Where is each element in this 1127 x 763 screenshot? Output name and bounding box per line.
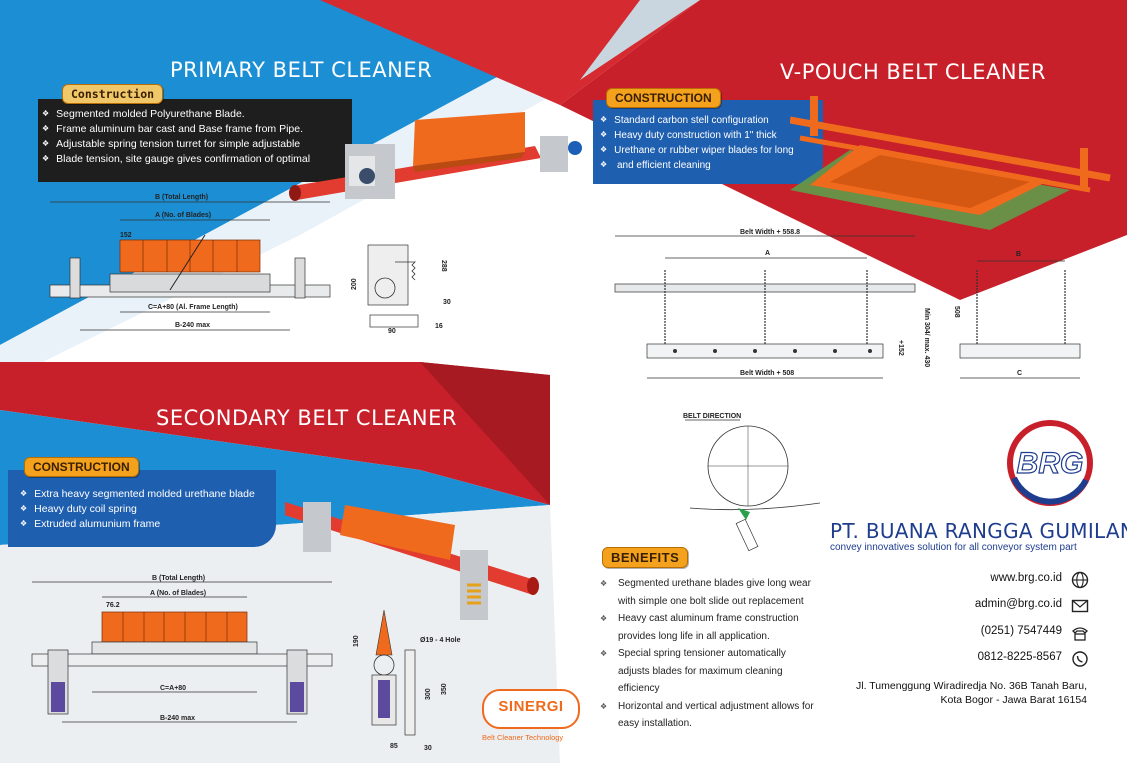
belt-direction-label: BELT DIRECTION	[683, 413, 741, 420]
benefits-tag: BENEFITS	[602, 547, 689, 568]
list-item: Frame aluminum bar cast and Base frame f…	[42, 122, 360, 137]
brg-logo-text: BRG	[1017, 447, 1084, 480]
list-item: Horizontal and vertical adjustment allow…	[600, 698, 820, 733]
list-item: and efficient cleaning	[600, 158, 818, 173]
secondary-dim-h190: 190	[353, 635, 360, 647]
vpouch-dim-h152: +152	[897, 340, 904, 356]
primary-dim-h200: 200	[351, 278, 358, 290]
sinergi-logo: SINERGI	[482, 689, 580, 729]
primary-construction-tag: Construction	[62, 84, 164, 104]
company-tagline: convey innovatives solution for all conv…	[830, 542, 1077, 553]
email-link[interactable]: admin@brg.co.id	[974, 598, 1062, 610]
primary-dim-w90: 90	[388, 328, 396, 335]
vpouch-dim-bottom: Belt Width + 508	[740, 370, 794, 377]
secondary-dim-total: B (Total Length)	[152, 575, 205, 582]
benefits-list: Segmented urethane blades give long wear…	[600, 575, 820, 733]
vpouch-dim-h508: 508	[953, 306, 960, 318]
phone-number: (0251) 7547449	[980, 625, 1062, 637]
secondary-technical-drawing: B (Total Length) A (No. of Blades) 76.2 …	[31, 575, 461, 752]
list-item: Heavy duty coil spring	[20, 502, 275, 517]
secondary-dim-w30: 30	[424, 745, 432, 752]
secondary-dim-frame: C=A+80	[160, 685, 186, 692]
company-name: PT. BUANA RANGGA GUMILANG	[830, 519, 1127, 543]
phone-icon	[1072, 627, 1088, 641]
vpouch-title: V-POUCH BELT CLEANER	[780, 60, 1046, 84]
brg-logo: BRG	[1007, 420, 1093, 506]
list-item: Blade tension, site gauge gives confirma…	[42, 152, 360, 167]
secondary-title: SECONDARY BELT CLEANER	[156, 406, 457, 430]
secondary-dim-h300: 300	[425, 688, 432, 700]
belt-direction-drawing: BELT DIRECTION	[683, 413, 821, 552]
list-item: Extruded alumunium frame	[20, 517, 275, 532]
primary-dim-w16: 16	[435, 323, 443, 330]
list-item: Special spring tensioner automatically a…	[600, 645, 820, 698]
secondary-construction-list: Extra heavy segmented molded urethane bl…	[20, 487, 275, 532]
primary-dim-blades: A (No. of Blades)	[155, 212, 211, 219]
primary-dim-bladew: 152	[120, 232, 132, 239]
list-item: Heavy cast aluminum frame construction p…	[600, 610, 820, 645]
secondary-dim-blades: A (No. of Blades)	[150, 590, 206, 597]
list-item: Extra heavy segmented molded urethane bl…	[20, 487, 275, 502]
primary-dim-w30: 30	[443, 299, 451, 306]
globe-icon	[1071, 571, 1089, 589]
list-item: Adjustable spring tension turret for sim…	[42, 137, 360, 152]
secondary-dim-max: B-240 max	[160, 715, 195, 722]
list-item: Standard carbon stell configuration	[600, 113, 818, 128]
mail-icon	[1071, 599, 1089, 613]
address-line-2: Kota Bogor - Jawa Barat 16154	[940, 694, 1087, 706]
secondary-construction-tag: CONSTRUCTION	[24, 457, 139, 477]
vpouch-construction-list: Standard carbon stell configuration Heav…	[600, 113, 818, 173]
sinergi-tagline: Belt Cleaner Technology	[482, 733, 564, 742]
list-item: Heavy duty construction with 1" thick	[600, 128, 818, 143]
secondary-cleaner-image	[285, 502, 539, 620]
address-line-1: Jl. Tumenggung Wiradiredja No. 36B Tanah…	[856, 680, 1087, 692]
sinergi-name: SINERGI	[498, 698, 564, 715]
primary-cleaner-image	[289, 112, 582, 201]
secondary-dim-hole: Ø19 - 4 Hole	[420, 637, 461, 644]
list-item: Urethane or rubber wiper blades for long	[600, 143, 818, 158]
primary-title: PRIMARY BELT CLEANER	[170, 58, 433, 82]
vpouch-dim-c: C	[1017, 370, 1022, 377]
vpouch-technical-drawing: Belt Width + 558.8 A Belt Width + 508 50…	[614, 229, 1081, 379]
whatsapp-number: 0812-8225-8567	[977, 651, 1062, 663]
vpouch-dim-b: B	[1016, 251, 1021, 258]
whatsapp-icon	[1072, 651, 1088, 667]
primary-dim-total: B (Total Length)	[155, 194, 208, 201]
secondary-dim-h350: 350	[441, 683, 448, 695]
primary-technical-drawing: B (Total Length) A (No. of Blades) 152 C…	[49, 194, 451, 335]
list-item: Segmented urethane blades give long wear…	[600, 575, 820, 610]
website-link[interactable]: www.brg.co.id	[990, 572, 1062, 584]
primary-construction-list: Segmented molded Polyurethane Blade. Fra…	[42, 107, 360, 167]
primary-dim-h288: 288	[440, 260, 447, 272]
vpouch-cleaner-image	[790, 96, 1111, 230]
primary-dim-frame: C=A+80 (Al. Frame Length)	[148, 304, 238, 311]
vpouch-dim-a: A	[765, 250, 770, 257]
vpouch-dim-top: Belt Width + 558.8	[740, 229, 800, 236]
secondary-dim-bladew: 76.2	[106, 602, 120, 609]
vpouch-construction-tag: CONSTRUCTION	[606, 88, 721, 108]
vpouch-dim-minmax: Min 304/ max. 430	[923, 308, 930, 367]
list-item: Segmented molded Polyurethane Blade.	[42, 107, 360, 122]
secondary-dim-w85: 85	[390, 743, 398, 750]
primary-dim-max: B-240 max	[175, 322, 210, 329]
